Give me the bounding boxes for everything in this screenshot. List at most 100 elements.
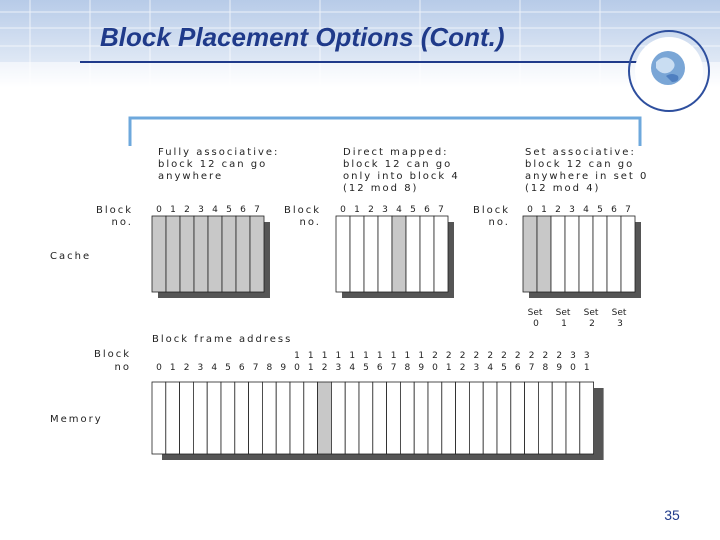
memory-block-ones-digit: 3 (198, 363, 204, 373)
cache-block-number: 0 (340, 205, 346, 215)
cache-block-number: 5 (226, 205, 232, 215)
cache-block-number: 5 (597, 205, 603, 215)
memory-block-ones-digit: 4 (487, 363, 493, 373)
cache-block (221, 215, 237, 293)
memory-block-ones-digit: 3 (336, 363, 342, 373)
memory-block-tens-digit: 2 (529, 351, 535, 361)
memory-block (510, 381, 525, 455)
memory-block-ones-digit: 2 (322, 363, 328, 373)
memory-block-ones-digit: 5 (363, 363, 369, 373)
set-label: Set (556, 308, 571, 318)
memory-label: Memory (50, 414, 103, 425)
memory-block-ones-digit: 2 (184, 363, 190, 373)
cache-block-number: 6 (424, 205, 430, 215)
cache-block (179, 215, 195, 293)
memory-block (496, 381, 512, 455)
memory-block-tens-digit: 1 (349, 351, 355, 361)
cache-block-number: 4 (212, 205, 218, 215)
set-associative-caption: Set associative:block 12 can goanywhere … (525, 147, 648, 194)
memory-block (441, 381, 456, 455)
memory-block-ones-digit: 1 (308, 363, 314, 373)
no-label: no. (300, 217, 321, 228)
memory-block-ones-digit: 9 (556, 363, 562, 373)
memory-block-ones-digit: 7 (529, 363, 535, 373)
no-label: no. (112, 217, 133, 228)
memory-block-ones-digit: 4 (349, 363, 355, 373)
memory-block (482, 381, 498, 455)
memory-block (358, 381, 374, 455)
memory-block (413, 381, 429, 455)
cache-block (235, 215, 251, 293)
cache-block-number: 2 (184, 205, 190, 215)
cache-block (433, 215, 449, 293)
cache-block-number: 0 (527, 205, 533, 215)
cache-label: Cache (50, 251, 91, 262)
page-number: 35 (664, 507, 680, 523)
cache-block (592, 215, 608, 293)
header-banner: Block Placement Options (Cont.) (0, 0, 720, 88)
block-label: Block (473, 205, 510, 216)
caption-line: Direct mapped: (343, 147, 449, 158)
memory-block (165, 381, 181, 455)
memory-block-ones-digit: 0 (294, 363, 300, 373)
caption-line: block 12 can go (158, 159, 267, 170)
memory-block (551, 381, 567, 455)
cache-block (536, 215, 552, 293)
cache-block (391, 215, 407, 293)
memory-block-tens-digit: 1 (322, 351, 328, 361)
set-number: 0 (533, 319, 539, 329)
memory-block (565, 381, 581, 455)
memory-block (538, 381, 553, 455)
memory-block-ones-digit: 0 (156, 363, 162, 373)
memory-block (261, 381, 277, 455)
memory-block-ones-digit: 5 (225, 363, 231, 373)
memory-block-tens-digit: 2 (515, 351, 521, 361)
cache-block-number: 4 (396, 205, 402, 215)
cache-block-number: 1 (541, 205, 547, 215)
memory-block-ones-digit: 9 (418, 363, 424, 373)
memory-block-tens-digit: 1 (308, 351, 314, 361)
caption-line: Set associative: (525, 147, 636, 158)
set-number: 3 (617, 319, 623, 329)
memory-block (303, 381, 318, 455)
cache-block-number: 5 (410, 205, 416, 215)
cache-block (363, 215, 379, 293)
memory-block-tens-digit: 2 (543, 351, 549, 361)
memory-block-tens-digit: 3 (570, 351, 576, 361)
fully-associative-caption: Fully associative:block 12 can goanywher… (158, 147, 277, 182)
cache-block (377, 215, 393, 293)
memory-block (455, 381, 470, 455)
caption-line: (12 mod 8) (343, 183, 418, 194)
cache-block (193, 215, 209, 293)
memory-block-tens-digit: 2 (556, 351, 562, 361)
caption-line: anywhere in set 0 (525, 171, 648, 182)
cache-block (207, 215, 223, 293)
memory-block (192, 381, 208, 455)
memory-block-ones-digit: 5 (501, 363, 507, 373)
cache-block-number: 6 (611, 205, 617, 215)
cache-block-number: 0 (156, 205, 162, 215)
memory-block (317, 381, 332, 455)
memory-block-ones-digit: 1 (446, 363, 452, 373)
set-number: 2 (589, 319, 595, 329)
memory-block-ones-digit: 9 (280, 363, 286, 373)
caption-line: (12 mod 4) (525, 183, 600, 194)
cache-block-number: 4 (583, 205, 589, 215)
memory-block (399, 381, 415, 455)
memory-block-ones-digit: 1 (170, 363, 176, 373)
memory-block-ones-digit: 8 (267, 363, 273, 373)
memory-block (275, 381, 291, 455)
cache-block-number: 1 (354, 205, 360, 215)
memory-block-tens-digit: 2 (474, 351, 480, 361)
caption-line: anywhere (158, 171, 223, 182)
caption-line: block 12 can go (525, 159, 634, 170)
memory-block-tens-digit: 3 (584, 351, 590, 361)
